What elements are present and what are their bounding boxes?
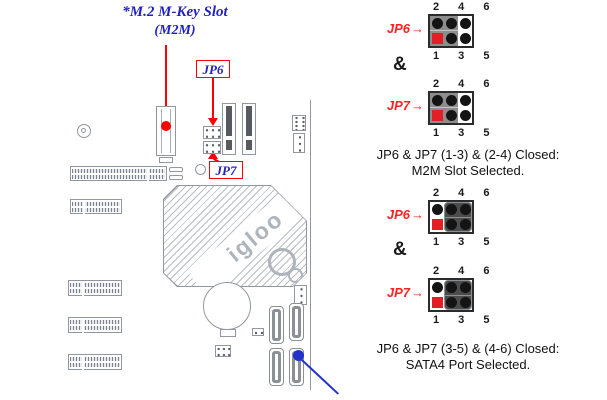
jp7-label-text: JP7 [386,285,410,300]
jp7-callout-box: JP7 [209,161,243,179]
pin-4 [446,95,457,106]
pin-3 [446,33,457,44]
jp6-callout-box: JP6 [196,60,230,78]
pin-6 [460,95,471,106]
pin-5 [460,110,471,121]
pin-4 [446,282,457,293]
jp7-label-text: JP7 [386,98,410,113]
battery-holder-tab [220,329,236,337]
pin-2 [432,282,443,293]
jumper-block [428,200,474,234]
jp7-board-header [203,141,221,154]
jp7-callout-label: JP7 [215,163,237,178]
jp6-label-text: JP6 [386,207,410,222]
jumper-block [428,278,474,312]
jp6-callout-label: JP6 [202,62,224,77]
pin-header-2x3 [215,345,231,357]
chipset-heatsink: igloo [163,185,307,287]
board-edge-line [310,100,311,390]
pin-numbers-bottom: 1 3 5 [433,127,498,139]
m2-slot-label-line2: (M2M) [154,23,196,38]
cmos-battery [203,282,251,330]
arrow-right-icon: → [411,207,424,222]
pin-4 [446,204,457,215]
pin-numbers-bottom: 1 3 5 [433,314,498,326]
pcie-slot-5 [68,354,122,370]
jp6-arrow-down-icon [208,118,218,126]
m2-leader-line [165,45,167,125]
pin-6 [460,282,471,293]
pcie-slot-2 [70,199,122,214]
pin-5 [460,33,471,44]
pin-3 [446,297,457,308]
pin-2 [432,95,443,106]
pin-6 [460,204,471,215]
sata4-caption: JP6 & JP7 (3-5) & (4-6) Closed: SATA4 Po… [340,341,596,373]
jp7-label: JP7→ [380,98,424,113]
jumper-2pin [252,328,264,336]
sata4-caption-line2: SATA4 Port Selected. [405,357,531,372]
slot-tab-1 [169,167,183,172]
pin-1-red [432,33,443,44]
jp6-label: JP6→ [380,21,424,36]
m2-slot-base [159,157,173,163]
pin-1-red [432,297,443,308]
pin-4 [446,18,457,29]
jumper-block [428,14,474,48]
jp6-leader-line [212,78,214,119]
dimm-slot-1 [222,103,236,155]
pin-numbers-bottom: 1 3 5 [433,236,498,248]
arrow-right-icon: → [411,98,424,113]
heatsink-ring-large [268,248,296,276]
ampersand-1: & [393,54,407,75]
mounting-hole [195,164,206,175]
heatsink-ring-small [288,268,303,283]
m2m-caption-line1: JP6 & JP7 (1-3) & (2-4) Closed: [376,147,560,162]
sata-port-1 [269,306,284,344]
slot-tab-2 [169,175,183,180]
pcie-slot-4 [68,317,122,333]
pcie-x16-slot [70,166,167,181]
pin-1-red [432,219,443,230]
pcie-slot-3 [68,280,122,296]
pin-3 [446,110,457,121]
pin-5 [460,219,471,230]
m2m-caption: JP6 & JP7 (1-3) & (2-4) Closed: M2M Slot… [340,147,596,179]
arrow-right-icon: → [411,21,424,36]
ampersand-2: & [393,239,407,260]
fan-connector-bottom [294,285,307,305]
jp7-arrow-up-icon [208,151,218,159]
screw-hole [77,124,91,138]
m2-slot-label-line1: *M.2 M-Key Slot [122,4,228,20]
pin-2 [432,204,443,215]
sata-port-3 [269,348,284,386]
jumper-block [428,91,474,125]
dimm-slot-2 [242,103,256,155]
m2-leader-dot [161,121,171,131]
sata4-caption-line1: JP6 & JP7 (3-5) & (4-6) Closed: [376,341,560,356]
jp7-label: JP7→ [380,285,424,300]
pin-5 [460,297,471,308]
pin-numbers-top: 2 4 6 [433,187,498,199]
pin-numbers-top: 2 4 6 [433,78,498,90]
pin-6 [460,18,471,29]
pin-3 [446,219,457,230]
m2m-caption-line2: M2M Slot Selected. [411,163,525,178]
pin-numbers-top: 2 4 6 [433,265,498,277]
pin-numbers-bottom: 1 3 5 [433,50,498,62]
arrow-right-icon: → [411,285,424,300]
sata-port-2 [289,303,304,341]
jp6-label: JP6→ [380,207,424,222]
pin-numbers-top: 2 4 6 [433,1,498,13]
jp6-label-text: JP6 [386,21,410,36]
pin-2 [432,18,443,29]
pin-header-2x4 [292,115,306,131]
pin-1-red [432,110,443,121]
jp6-board-header [203,126,221,139]
fan-connector-top [293,133,305,153]
heatsink-logo-band: igloo [187,186,306,286]
m2-slot-connector [156,106,176,156]
